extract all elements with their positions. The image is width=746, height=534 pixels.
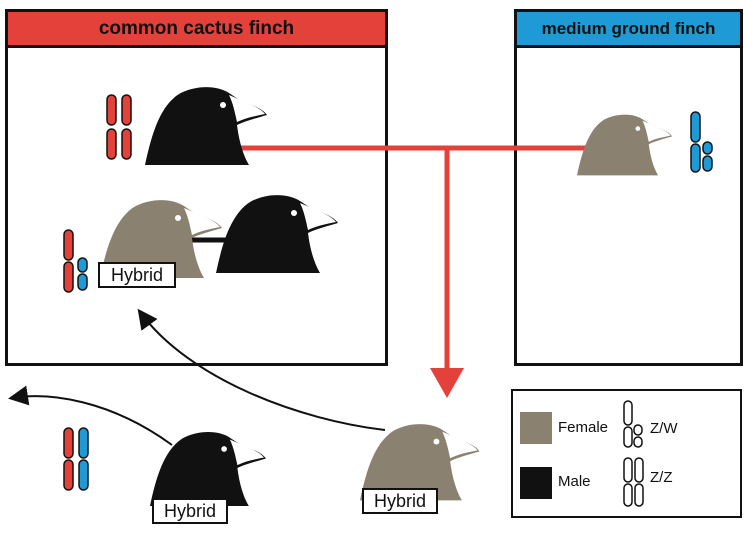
legend-zz-label: Z/Z bbox=[650, 469, 673, 486]
chromosomes-hybrid-male bbox=[63, 427, 89, 491]
hybrid-female-finch bbox=[100, 200, 222, 278]
hybrid-label-male: Hybrid bbox=[152, 498, 228, 524]
hybrid-female-offspring-finch bbox=[360, 424, 480, 501]
hybrid-male-finch bbox=[150, 432, 266, 506]
offspring-arrow bbox=[8, 385, 173, 446]
chromosomes-hybrid-female bbox=[63, 229, 88, 293]
legend: Female Male Z/W Z/Z bbox=[511, 389, 742, 518]
chromosomes-cactus-male bbox=[106, 94, 132, 160]
legend-male-label: Male bbox=[558, 473, 591, 490]
legend-male-swatch bbox=[520, 467, 552, 499]
ground-finch-panel bbox=[514, 45, 743, 366]
cross-lines bbox=[225, 145, 590, 398]
chromosomes-ground-female bbox=[690, 111, 713, 173]
legend-female-label: Female bbox=[558, 419, 609, 436]
legend-zz-chromosome-icon bbox=[623, 457, 644, 507]
cross-arrowhead bbox=[430, 368, 464, 398]
legend-female-swatch bbox=[520, 412, 552, 444]
backcross-arrow bbox=[137, 308, 386, 431]
cactus-finch-header: common cactus finch bbox=[5, 9, 388, 48]
legend-zw-chromosome-icon bbox=[623, 400, 643, 448]
hybrid-label-panel: Hybrid bbox=[98, 262, 176, 288]
hybrid-label-female: Hybrid bbox=[362, 488, 438, 514]
female-ground-finch bbox=[577, 114, 673, 176]
legend-zw-label: Z/W bbox=[650, 420, 678, 437]
paired-male-cactus-finch bbox=[216, 195, 338, 273]
male-cactus-finch bbox=[145, 87, 267, 165]
